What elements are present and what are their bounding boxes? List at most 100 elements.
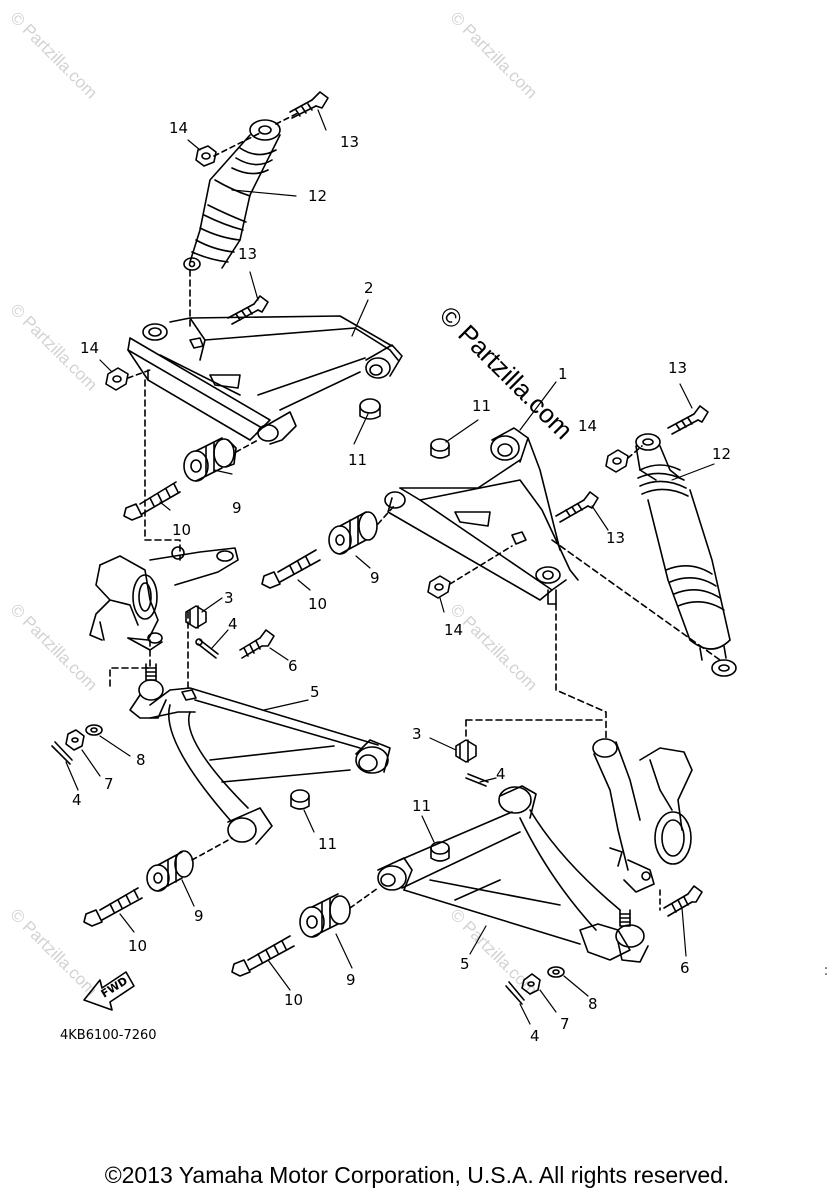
leader-line — [551, 539, 721, 661]
bushing-9-upper-left — [183, 437, 237, 482]
castle-nut-3-right — [455, 739, 477, 763]
speck — [825, 967, 827, 969]
leader-line — [213, 131, 263, 157]
leader-line — [275, 111, 301, 125]
lower-a-arm-right — [377, 785, 631, 961]
leader-line — [555, 603, 607, 741]
castle-nut-3-left — [185, 605, 207, 629]
callout-11: 11 — [318, 835, 338, 853]
callout-3: 3 — [224, 589, 234, 607]
callout-9: 9 — [370, 569, 380, 587]
bolt-13-right-shock — [667, 405, 709, 435]
callout-10: 10 — [308, 595, 328, 613]
nut-11-lower-right — [430, 841, 450, 862]
leader-line — [235, 439, 259, 453]
callout-14: 14 — [80, 339, 100, 357]
bolt-13-upper-arm-right — [555, 491, 599, 523]
bolt-10-upper-left — [123, 481, 181, 521]
lower-a-arm-left — [149, 687, 391, 845]
forward-direction-arrow-icon: FWD — [83, 971, 135, 1011]
upper-a-arm-right — [384, 427, 579, 605]
copyright-notice: ©2013 Yamaha Motor Corporation, U.S.A. A… — [104, 1162, 730, 1188]
callout-12: 12 — [308, 187, 328, 205]
bolt-6-right — [663, 885, 703, 917]
callout-10: 10 — [284, 991, 304, 1009]
nut-14-left — [105, 367, 129, 391]
bushing-9-lower-right — [299, 893, 351, 938]
ball-joint-right — [615, 909, 649, 963]
cotter-pin-4-lower-right — [505, 981, 525, 1005]
callout-8: 8 — [588, 995, 598, 1013]
callout-10: 10 — [128, 937, 148, 955]
shock-absorber-left — [183, 119, 281, 271]
bolt-10-lower-right — [231, 935, 295, 977]
callout-11: 11 — [412, 797, 432, 815]
washer-8-right — [547, 966, 565, 978]
callout-11: 11 — [472, 397, 492, 415]
nut-11-lower-left — [290, 789, 310, 810]
callout-13: 13 — [606, 529, 626, 547]
callout-11: 11 — [348, 451, 368, 469]
callout-6: 6 — [288, 657, 298, 675]
leader-line — [349, 887, 379, 909]
nut-7-right — [521, 973, 541, 995]
callout-12: 12 — [712, 445, 732, 463]
cotter-pin-4-lower-left — [51, 741, 73, 765]
shock-absorber-right — [635, 433, 737, 677]
callout-4: 4 — [496, 765, 506, 783]
bolt-6-left — [239, 629, 275, 659]
ball-joint-left — [129, 663, 167, 719]
callout-14: 14 — [169, 119, 189, 137]
nut-11-upper-left — [359, 398, 381, 420]
callout-2: 2 — [364, 279, 374, 297]
nut-14-right-arm — [427, 575, 451, 599]
leader-line — [191, 837, 233, 861]
nut-14-right-shock — [605, 449, 629, 473]
leader-line — [627, 445, 643, 459]
fwd-label: FWD — [99, 974, 130, 1000]
diagram-reference-code: 4KB6100-7260 — [60, 1028, 157, 1043]
callout-9: 9 — [346, 971, 356, 989]
callout-13: 13 — [340, 133, 360, 151]
callout-9: 9 — [232, 499, 242, 517]
cotter-pin-4-left — [195, 638, 219, 659]
callout-7: 7 — [104, 775, 114, 793]
callout-5: 5 — [310, 683, 320, 701]
callout-14: 14 — [444, 621, 464, 639]
callout-5: 5 — [460, 955, 470, 973]
callout-4: 4 — [228, 615, 238, 633]
cotter-pin-4-right — [465, 773, 489, 787]
callout-6: 6 — [680, 959, 690, 977]
bolt-10-lower-left — [83, 887, 143, 927]
nut-14-top — [195, 145, 217, 167]
steering-knuckle-left — [89, 546, 239, 651]
bushing-9-lower-left — [146, 850, 194, 892]
callout-13: 13 — [668, 359, 688, 377]
leader-line — [109, 639, 151, 691]
bolt-10-upper-right — [261, 549, 321, 589]
callout-1: 1 — [558, 365, 568, 383]
callout-9: 9 — [194, 907, 204, 925]
bolt-13-upper-arm — [227, 295, 269, 325]
callout-leaders — [65, 109, 715, 1025]
leader-line — [449, 545, 513, 585]
upper-a-arm-left — [127, 315, 403, 445]
leader-line — [127, 369, 151, 379]
speck — [825, 973, 827, 975]
callout-4: 4 — [72, 791, 82, 809]
washer-8-left — [85, 724, 103, 736]
callout-4: 4 — [530, 1027, 540, 1045]
bolt-13-top — [289, 91, 329, 119]
callout-7: 7 — [560, 1015, 570, 1033]
nut-7-left — [65, 729, 85, 751]
callout-14: 14 — [578, 417, 598, 435]
bushing-9-upper-right — [328, 511, 378, 555]
leader-line — [144, 379, 181, 561]
nut-11-upper-right — [430, 438, 450, 459]
callout-10: 10 — [172, 521, 192, 539]
steering-knuckle-right — [592, 738, 693, 893]
leader-line — [377, 505, 395, 525]
callout-8: 8 — [136, 751, 146, 769]
